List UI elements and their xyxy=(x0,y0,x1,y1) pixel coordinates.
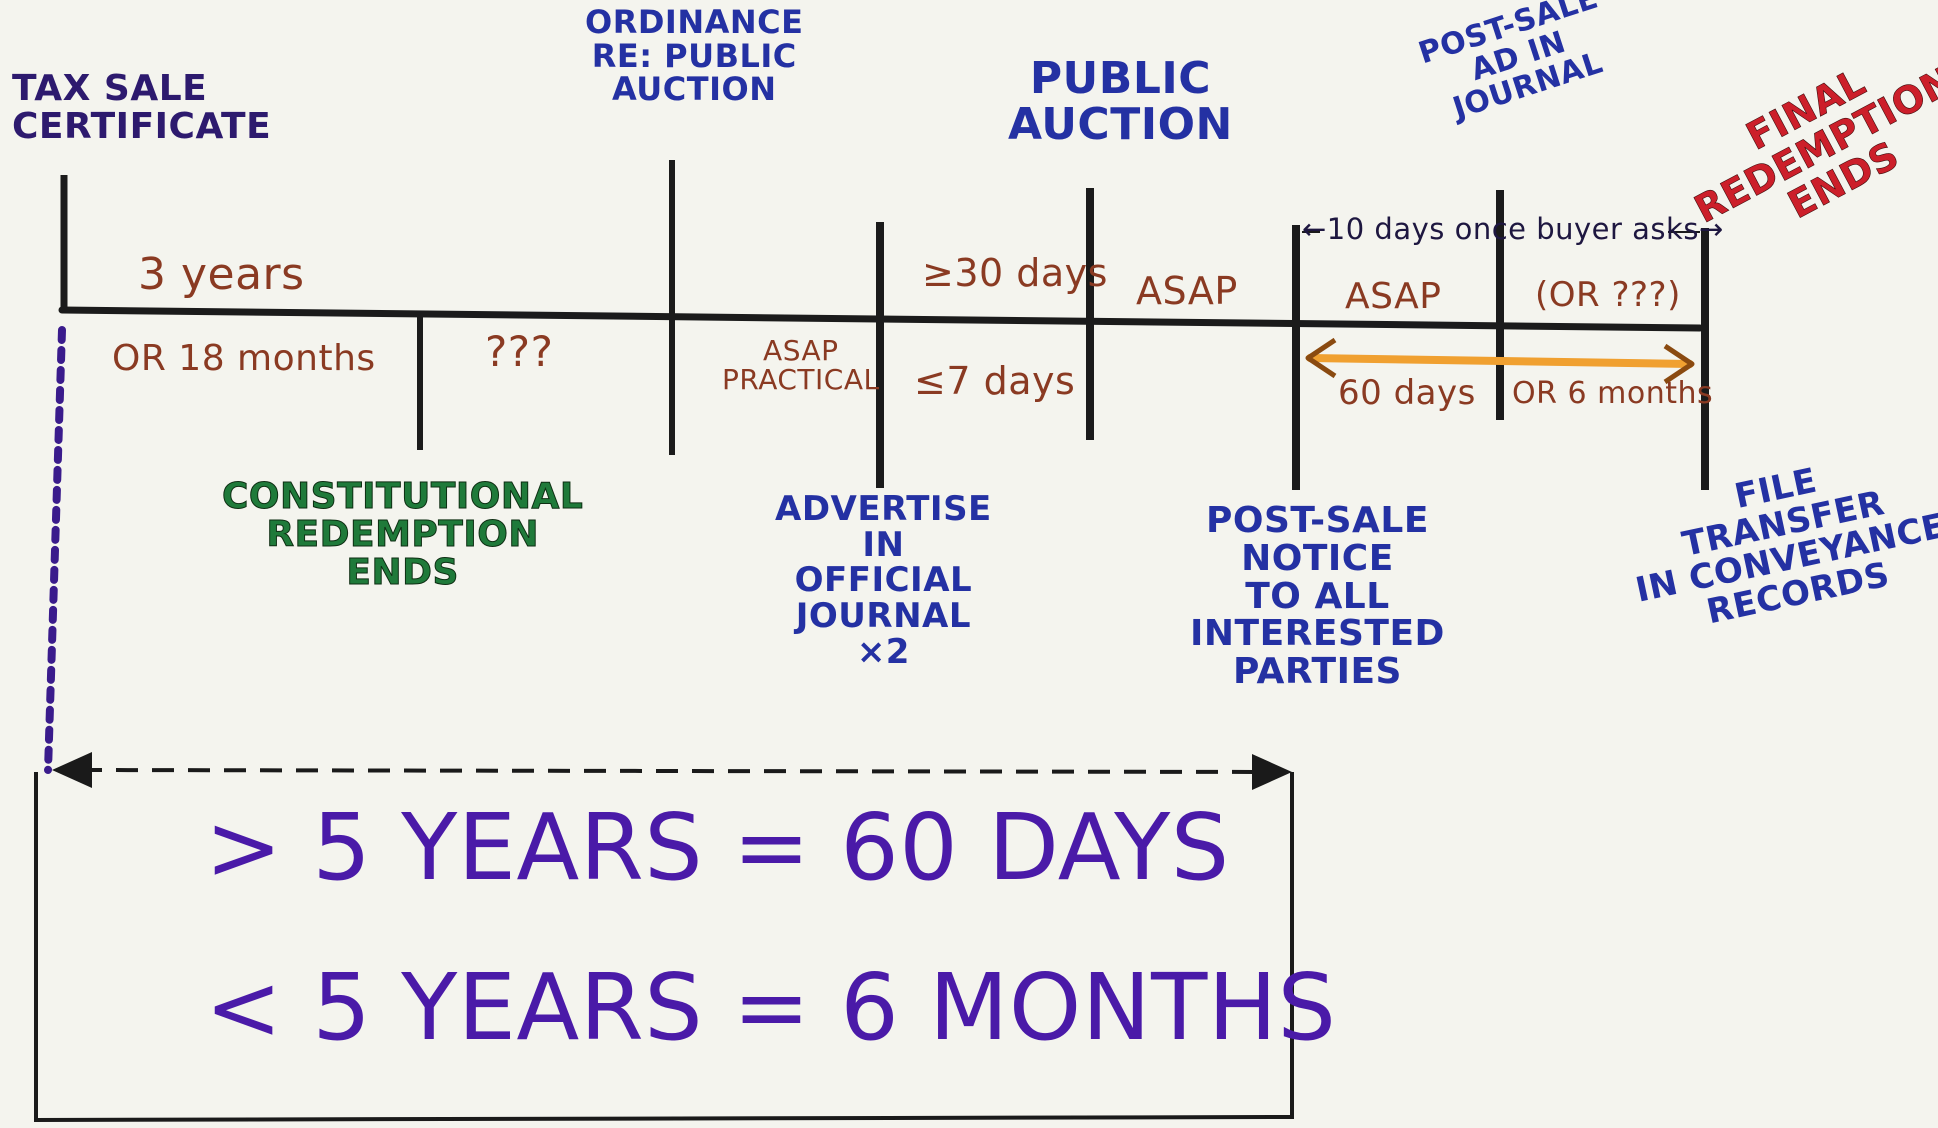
interval-or-unknown: (OR ???) xyxy=(1535,275,1681,315)
label-advertise-journal: Advertise in Official Journal ×2 xyxy=(775,489,992,672)
dashed-span-arrow xyxy=(79,768,1271,774)
orange-arrow-right-head xyxy=(1663,343,1695,385)
dashed-arrow-left-head xyxy=(52,752,92,788)
interval-sixty-days: 60 days xyxy=(1338,373,1476,413)
rule-less-than-5-years: < 5 YEARS = 6 MONTHS xyxy=(205,954,1337,1061)
label-tax-sale-certificate: Tax Sale Certificate xyxy=(12,68,272,147)
interval-asap-practical: ASAP PRACTICAL xyxy=(722,334,880,397)
label-ordinance: Ordinance Re: Public Auction xyxy=(585,3,804,109)
rule-more-than-5-years: > 5 YEARS = 60 DAYS xyxy=(205,794,1230,901)
interval-lte-7-days: ≤7 days xyxy=(914,359,1076,403)
interval-or-18-months: OR 18 months xyxy=(112,338,376,379)
interval-unknown: ??? xyxy=(485,327,554,376)
dashed-arrow-right-head xyxy=(1252,754,1292,790)
label-public-auction: Public Auction xyxy=(1008,53,1233,151)
orange-arrow-left-head xyxy=(1305,337,1337,379)
rules-box xyxy=(34,772,1294,1123)
interval-gte-30-days: ≥30 days xyxy=(922,251,1108,295)
interval-asap-1: ASAP xyxy=(1136,269,1238,313)
label-post-sale-notice: Post-Sale Notice to All Interested Parti… xyxy=(1190,500,1445,693)
interval-asap-2: ASAP xyxy=(1345,276,1442,317)
purple-dotted-line xyxy=(44,326,66,774)
orange-duration-arrow xyxy=(1306,354,1694,368)
interval-ten-days: ←10 days once buyer asks→ xyxy=(1302,212,1724,246)
interval-three-years: 3 years xyxy=(138,249,305,300)
label-constitutional-redemption: Constitutional Redemption Ends xyxy=(221,476,584,593)
interval-or-6-months: OR 6 months xyxy=(1512,376,1714,411)
